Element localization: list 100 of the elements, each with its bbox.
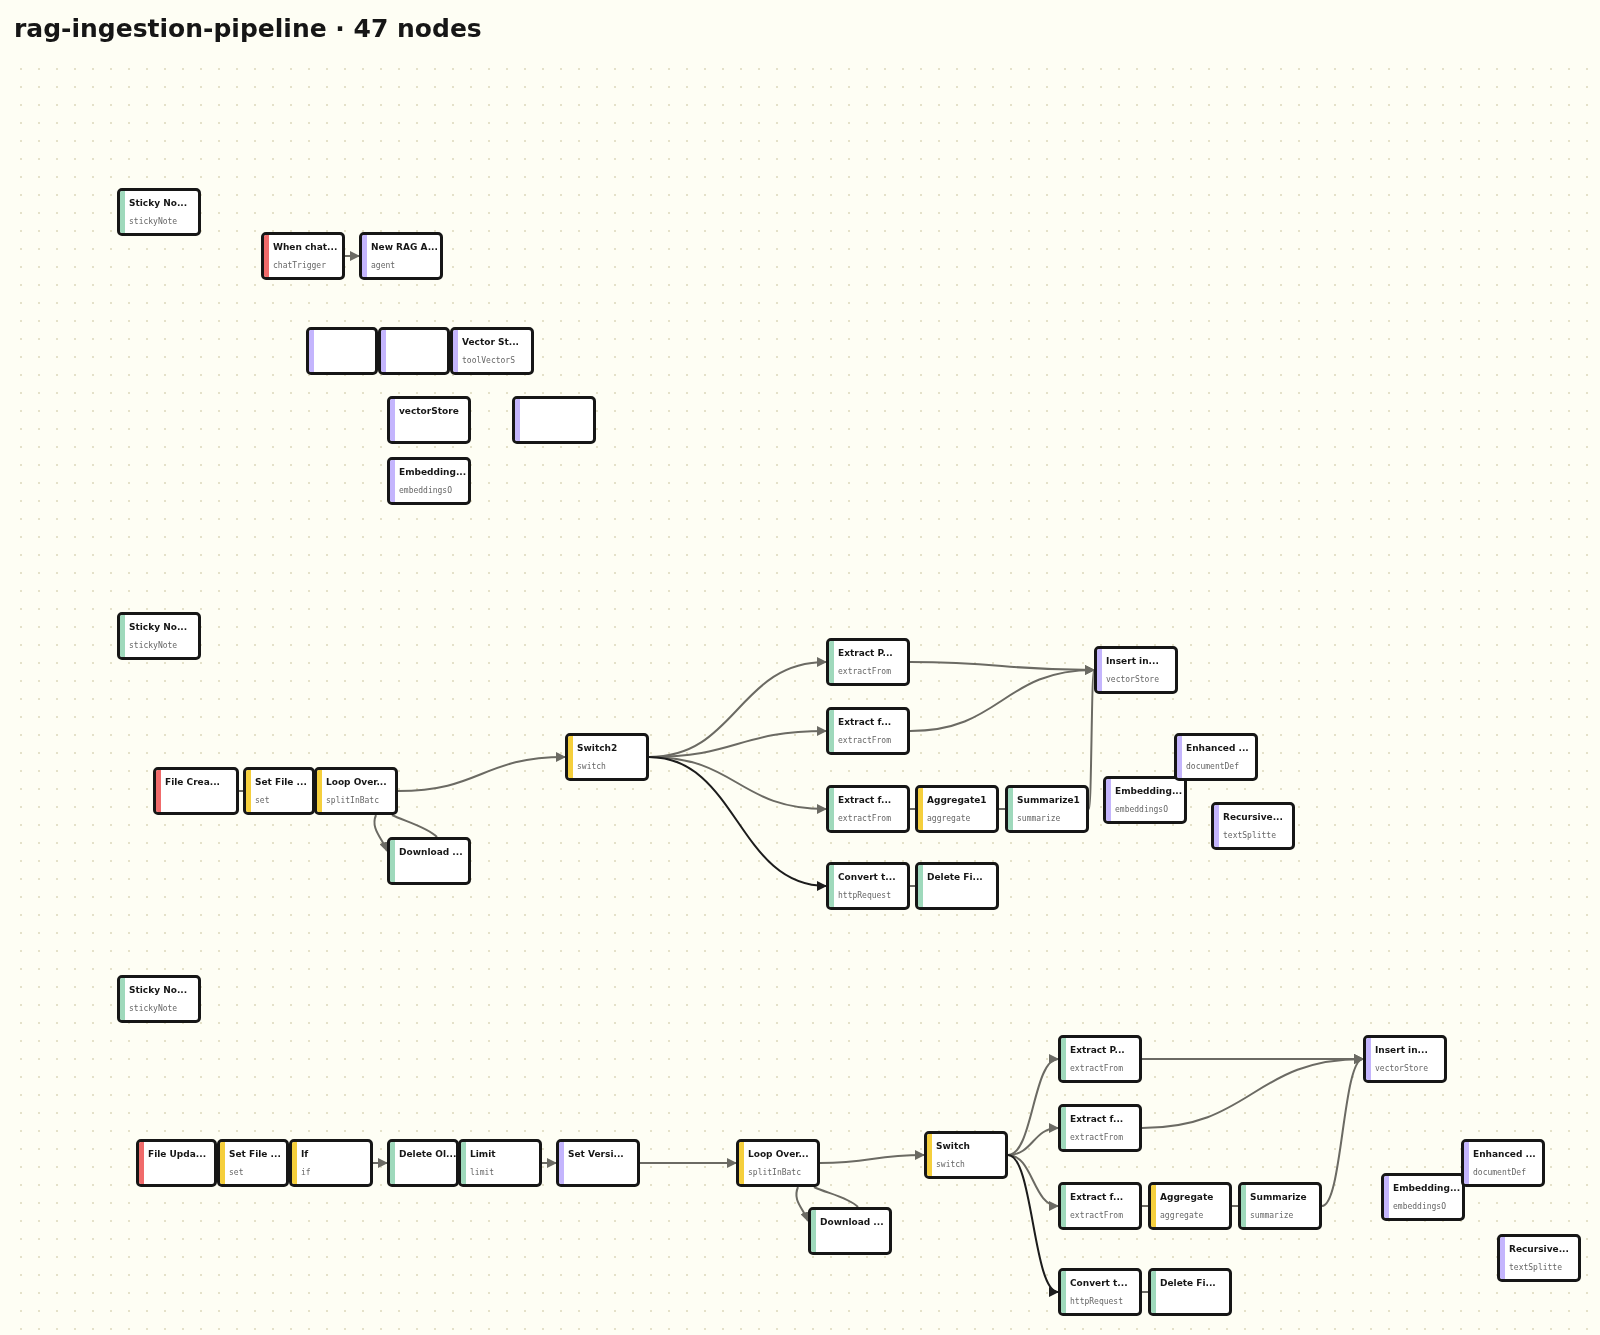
node-title: Loop Over... xyxy=(748,1148,809,1161)
node-type: limit xyxy=(470,1167,495,1179)
workflow-node xyxy=(826,862,910,910)
connector-arrow xyxy=(373,814,389,852)
node-type: textSplitte xyxy=(1223,830,1276,842)
workflow-node xyxy=(924,1131,1008,1179)
workflow-node xyxy=(1058,1104,1142,1152)
workflow-node xyxy=(1174,733,1258,781)
node-type: summarize xyxy=(1250,1210,1294,1222)
node-title: Extract f... xyxy=(1070,1113,1124,1126)
workflow-node xyxy=(1238,1182,1322,1230)
node-type: summarize xyxy=(1017,813,1061,825)
node-type: stickyNote xyxy=(129,216,178,228)
workflow-node xyxy=(1094,646,1178,694)
node-type: extractFrom xyxy=(838,735,891,747)
workflow-node xyxy=(1058,1035,1142,1083)
node-title: Download ... xyxy=(399,846,463,859)
workflow-node xyxy=(1211,802,1295,850)
node-title: Extract f... xyxy=(1070,1191,1124,1204)
workflow-node xyxy=(1148,1268,1232,1316)
workflow-node xyxy=(314,767,398,815)
node-type: agent xyxy=(371,260,396,272)
node-type: splitInBatc xyxy=(326,795,379,807)
workflow-node xyxy=(217,1139,289,1187)
node-type: vectorStore xyxy=(1106,674,1159,686)
workflow-node xyxy=(826,707,910,755)
connector-arrow xyxy=(397,752,566,792)
node-title: Aggregate1 xyxy=(927,794,987,807)
connector-arrow xyxy=(648,756,827,890)
node-title: Convert t... xyxy=(838,871,896,884)
workflow-node xyxy=(1461,1139,1545,1187)
workflow-node xyxy=(306,327,378,375)
node-type: embeddingsO xyxy=(1115,804,1168,816)
workflow-node xyxy=(387,1139,459,1187)
node-title: Extract P... xyxy=(1070,1044,1125,1057)
workflow-node xyxy=(136,1139,217,1187)
node-title: Loop Over... xyxy=(326,776,387,789)
connector-arrow xyxy=(639,1158,737,1168)
workflow-node xyxy=(261,232,345,280)
connector-arrow xyxy=(344,251,360,261)
node-title: If xyxy=(301,1148,309,1161)
node-type: embeddingsO xyxy=(1393,1201,1446,1213)
node-type: if xyxy=(301,1167,311,1179)
node-title: Enhanced ... xyxy=(1186,742,1249,755)
node-title: Aggregate xyxy=(1160,1191,1214,1204)
node-title: Set File ... xyxy=(229,1148,281,1161)
node-title: Extract P... xyxy=(838,647,893,660)
node-title: Insert in... xyxy=(1106,655,1159,668)
node-title: Delete Fi... xyxy=(927,871,983,884)
node-type: vectorStore xyxy=(1375,1063,1428,1075)
node-type: switch xyxy=(577,761,606,773)
node-type: extractFrom xyxy=(1070,1063,1123,1075)
node-type: aggregate xyxy=(927,813,971,825)
workflow-node xyxy=(1058,1268,1142,1316)
node-type: embeddingsO xyxy=(399,485,452,497)
workflow-node xyxy=(387,396,471,444)
node-title: Extract f... xyxy=(838,716,892,729)
workflow-node xyxy=(1497,1234,1581,1282)
node-title: Vector St... xyxy=(462,336,519,349)
node-title: Convert t... xyxy=(1070,1277,1128,1290)
connector-arrow xyxy=(795,1186,810,1222)
node-title: Sticky No... xyxy=(129,197,188,210)
node-type: stickyNote xyxy=(129,1003,178,1015)
connector-arrow xyxy=(372,1158,388,1168)
workflow-node xyxy=(1381,1173,1465,1221)
node-type: httpRequest xyxy=(1070,1296,1123,1308)
node-title: Recursive... xyxy=(1509,1243,1569,1256)
node-title: Embedding... xyxy=(1393,1182,1461,1195)
connector-arrow xyxy=(541,1158,557,1168)
node-type: switch xyxy=(936,1159,965,1171)
workflow-node xyxy=(117,612,201,660)
workflow-node xyxy=(289,1139,373,1187)
node-type: splitInBatc xyxy=(748,1167,801,1179)
workflow-node xyxy=(387,457,471,505)
node-title: Extract f... xyxy=(838,794,892,807)
node-title: File Upda... xyxy=(148,1148,207,1161)
workflow-node xyxy=(387,837,471,885)
workflow-node xyxy=(153,767,239,815)
workflow-node xyxy=(1103,776,1187,824)
node-type: extractFrom xyxy=(838,666,891,678)
node-title: Summarize xyxy=(1250,1191,1307,1204)
node-title: Summarize1 xyxy=(1017,794,1080,807)
workflow-node xyxy=(1363,1035,1447,1083)
node-title: Sticky No... xyxy=(129,621,188,634)
workflow-node xyxy=(915,862,999,910)
node-type: toolVectorS xyxy=(462,355,515,367)
workflow-node xyxy=(1148,1182,1232,1230)
node-type: chatTrigger xyxy=(273,260,326,272)
node-title: Embedding... xyxy=(1115,785,1183,798)
workflow-node xyxy=(458,1139,542,1187)
connector-arrow xyxy=(909,665,1095,732)
node-title: New RAG A... xyxy=(371,241,438,254)
node-title: Embedding... xyxy=(399,466,467,479)
workflow-node xyxy=(915,785,999,833)
node-title: Delete Ol... xyxy=(399,1148,456,1161)
node-title: Delete Fi... xyxy=(1160,1277,1216,1290)
node-type: extractFrom xyxy=(838,813,891,825)
node-title: vectorStore xyxy=(399,405,459,418)
node-title: Sticky No... xyxy=(129,984,188,997)
node-type: stickyNote xyxy=(129,640,178,652)
